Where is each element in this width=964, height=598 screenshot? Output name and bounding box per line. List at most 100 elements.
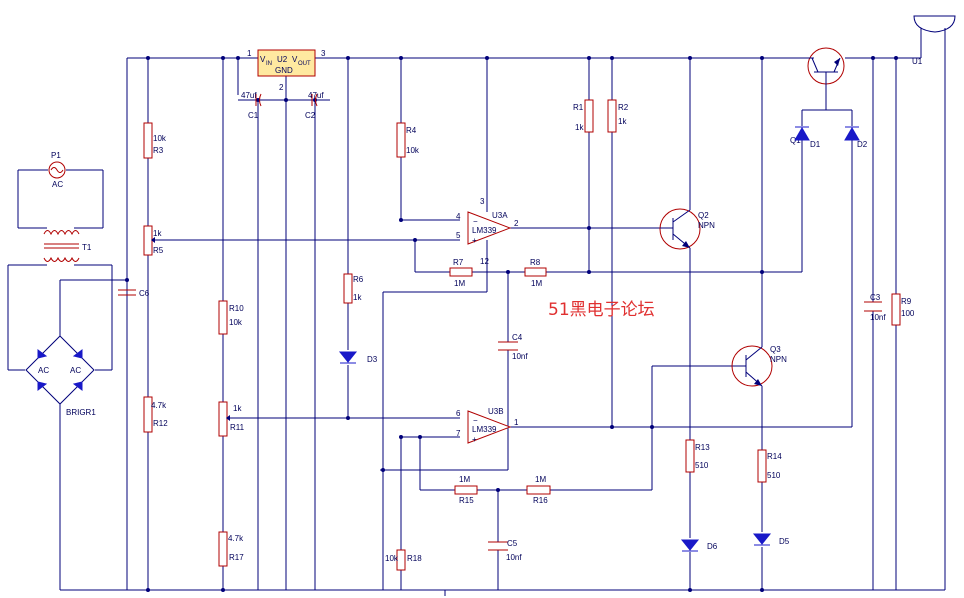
q2-type: NPN [698, 221, 715, 230]
bridge-ac-left: AC [38, 366, 49, 375]
svg-text:+: + [472, 435, 477, 444]
u2-pin3-label: 3 [321, 49, 326, 58]
junction-dots [125, 56, 898, 592]
r13-value: 510 [695, 461, 709, 470]
r14-value: 510 [767, 471, 781, 480]
capacitor-c1: 47uf C1 [241, 91, 262, 120]
r3-value: 10k [153, 134, 167, 143]
r17-value: 4.7k [228, 534, 244, 543]
svg-text:+: + [472, 236, 477, 245]
r9-value: 100 [901, 309, 915, 318]
u3a-pin4: 4 [456, 212, 461, 221]
r15-value: 1M [459, 475, 470, 484]
c2-value: 47uf [308, 91, 324, 100]
transformer-t1: T1 [43, 230, 92, 262]
resistor-r18: 10k R18 [385, 549, 422, 571]
u2-vin-sub: IN [266, 61, 272, 67]
u3a-ref: U3A [492, 211, 508, 220]
capacitor-c4: C4 10nf [498, 333, 528, 361]
capacitor-c5: C5 10nf [488, 539, 522, 562]
resistor-r17: 4.7k R17 [218, 531, 244, 567]
u3b-ref: U3B [488, 407, 504, 416]
resistor-r9: R9 100 [891, 293, 915, 326]
c5-value: 10nf [506, 553, 522, 562]
r10-value: 10k [229, 318, 243, 327]
led-d5: D5 [752, 533, 790, 546]
resistor-r8: R8 1M [524, 258, 547, 288]
c1-ref: C1 [248, 111, 259, 120]
ac-source-p1: P1 AC [48, 151, 66, 189]
led-d6: D6 [680, 539, 718, 552]
bridge-rectifier: AC AC BRIGR1 [25, 335, 96, 417]
r17-ref: R17 [229, 553, 244, 562]
capacitor-c6: C6 [118, 289, 150, 298]
buzzer-u1: U1 [912, 15, 956, 66]
svg-text:−: − [473, 217, 478, 226]
watermark-text: 51黑电子论坛 [548, 300, 655, 320]
u1-ref: U1 [912, 57, 923, 66]
u3a-pin12: 12 [480, 257, 489, 266]
u2-name-label: U2 [277, 55, 288, 64]
r7-ref: R7 [453, 258, 464, 267]
r1-ref: R1 [573, 103, 584, 112]
led-d3: D3 [338, 351, 378, 364]
r11-ref: R11 [230, 423, 245, 432]
transistor-q3: Q3 NPN [731, 345, 787, 387]
r6-value: 1k [353, 293, 362, 302]
u2-gnd-label: GND [275, 66, 293, 75]
potentiometer-r5: 1k R5 [143, 225, 164, 256]
u3a-pin5: 5 [456, 231, 461, 240]
wires [7, 28, 946, 596]
r2-ref: R2 [618, 103, 629, 112]
capacitor-c3: C3 10nf [864, 293, 886, 322]
resistor-r6: R6 1k [343, 273, 364, 304]
c4-ref: C4 [512, 333, 523, 342]
resistor-r7: R7 1M [449, 258, 473, 288]
u3b-pin6: 6 [456, 409, 461, 418]
r14-ref: R14 [767, 452, 782, 461]
d1-ref: D1 [810, 140, 821, 149]
c6-ref: C6 [139, 289, 150, 298]
r8-ref: R8 [530, 258, 541, 267]
r16-ref: R16 [533, 496, 548, 505]
c3-ref: C3 [870, 293, 881, 302]
c4-value: 10nf [512, 352, 528, 361]
potentiometer-r11: 1k R11 [218, 401, 245, 437]
u2-pin1-label: 1 [247, 49, 252, 58]
d2-ref: D2 [857, 140, 868, 149]
r7-value: 1M [454, 279, 465, 288]
u3b-part: LM339 [472, 425, 497, 434]
r5-value: 1k [153, 229, 162, 238]
diode-d2: D2 [844, 126, 868, 149]
r5-ref: R5 [153, 246, 164, 255]
c3-value: 10nf [870, 313, 886, 322]
u2-vout-sub: OUT [298, 61, 311, 67]
resistor-r2: R2 1k [607, 99, 629, 133]
r2-value: 1k [618, 117, 627, 126]
r11-value: 1k [233, 404, 242, 413]
r12-value: 4.7k [151, 401, 167, 410]
resistor-r14: R14 510 [757, 449, 782, 483]
r1-value: 1k [575, 123, 584, 132]
q3-type: NPN [770, 355, 787, 364]
u2-vin-label: V [260, 55, 266, 64]
r18-value: 10k [385, 554, 399, 563]
transistor-q2: Q2 NPN [659, 208, 715, 250]
q2-ref: Q2 [698, 211, 709, 220]
regulator-u2: 1 3 2 V IN U2 V OUT GND [247, 49, 326, 92]
resistor-r4: R4 10k [396, 122, 420, 158]
capacitor-c2: 47uf C2 [305, 91, 324, 120]
r16-value: 1M [535, 475, 546, 484]
u3a-pin3: 3 [480, 197, 485, 206]
resistor-r1: R1 1k [573, 99, 594, 133]
r3-ref: R3 [153, 146, 164, 155]
r6-ref: R6 [353, 275, 364, 284]
diode-d1: D1 [794, 126, 821, 149]
resistor-r3: 10k R3 [143, 122, 167, 159]
c2-ref: C2 [305, 111, 316, 120]
resistor-r12: 4.7k R12 [143, 396, 168, 433]
r13-ref: R13 [695, 443, 710, 452]
r10-ref: R10 [229, 304, 244, 313]
r8-value: 1M [531, 279, 542, 288]
